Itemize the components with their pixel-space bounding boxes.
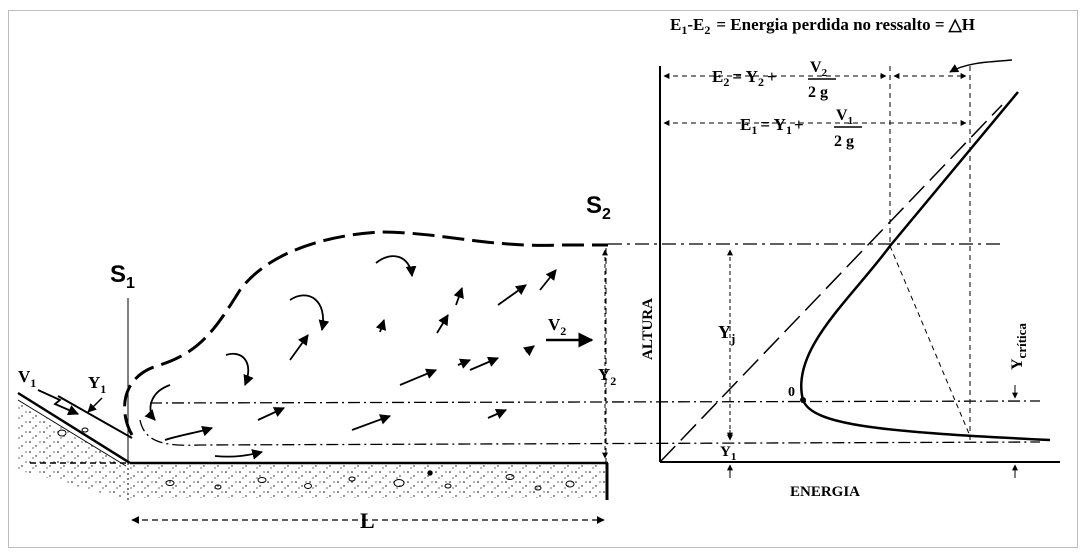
e1-formula: E1= Y1+ xyxy=(740,115,804,137)
y2-label: Y2 xyxy=(598,365,616,388)
bisector-45 xyxy=(659,104,1003,463)
energy-graph xyxy=(659,59,1060,478)
length-label: L xyxy=(360,508,375,533)
y1-chute-arrow xyxy=(87,397,103,413)
e2-formula: E2= Y2+ xyxy=(712,67,777,89)
energia-axis-label: ENERGIA xyxy=(790,484,860,500)
right-labels: E1-E2= Energia perdida no ressalto =△H E… xyxy=(640,15,1029,500)
e1-fraction-den: 2 g xyxy=(834,133,854,150)
critical-point xyxy=(800,397,806,403)
altura-axis-label: ALTURA xyxy=(640,298,656,360)
e2-fraction-num: V2 xyxy=(810,59,828,79)
flow-arrows xyxy=(144,255,594,460)
y1-left-label: Y1 xyxy=(88,373,106,396)
origin-label: 0 xyxy=(788,385,795,400)
e2-fraction-den: 2 g xyxy=(808,84,828,101)
v1-arrow xyxy=(37,389,79,416)
bed-sediment xyxy=(130,464,606,498)
jump-diagonal xyxy=(889,245,971,437)
section-s2-label: S2 xyxy=(586,192,611,223)
ycritica-label: Ycrítica xyxy=(1009,323,1029,370)
bed-pebbles xyxy=(165,470,575,491)
section-s1-label: S1 xyxy=(110,261,135,292)
deltah-pointer xyxy=(949,59,1013,73)
title-equation: E1-E2= Energia perdida no ressalto =△H xyxy=(670,15,975,37)
v2-label: V2 xyxy=(548,315,566,338)
jump-drawing xyxy=(17,230,1041,524)
inclined-chute xyxy=(17,391,133,500)
y1-level-line xyxy=(149,400,1041,404)
jump-surface xyxy=(123,230,608,436)
yj-label: Yj xyxy=(718,322,735,346)
y1-graph-label: Y1 xyxy=(720,444,736,463)
v1-label: V1 xyxy=(18,367,36,390)
jet-lower-line xyxy=(139,419,1041,446)
left-labels: S1 S2 V1 Y1 V2 Y2 L xyxy=(18,192,616,533)
figure-frame xyxy=(8,10,1078,548)
e1-fraction-num: V1 xyxy=(836,107,853,127)
